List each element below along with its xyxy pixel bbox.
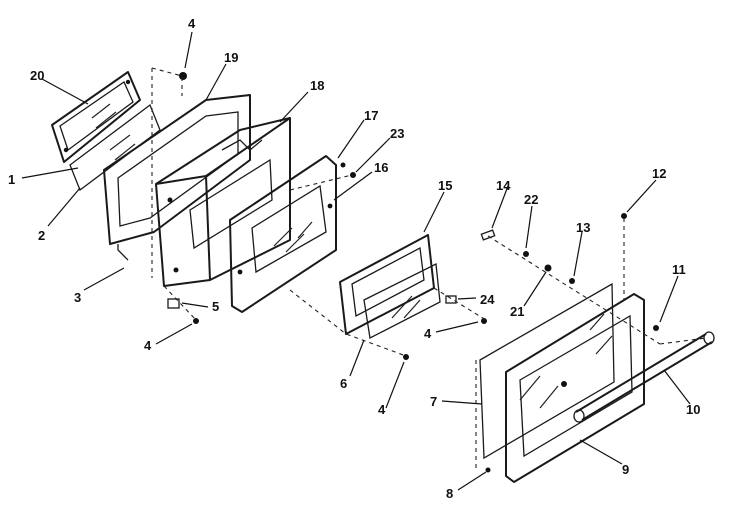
callout-8: 8 xyxy=(446,486,453,501)
callout-4-left: 4 xyxy=(144,338,152,353)
callout-3: 3 xyxy=(74,290,81,305)
callout-labels: 20 1 2 3 4 19 18 17 23 16 5 4 15 24 4 6 … xyxy=(8,16,700,501)
callout-14: 14 xyxy=(496,178,511,193)
callout-23: 23 xyxy=(390,126,404,141)
part-20-inner-panel xyxy=(51,71,141,163)
callout-15: 15 xyxy=(438,178,452,193)
fasteners xyxy=(179,72,659,473)
callout-13: 13 xyxy=(576,220,590,235)
callout-19: 19 xyxy=(224,50,238,65)
callout-11: 11 xyxy=(672,262,686,277)
callout-20: 20 xyxy=(30,68,44,83)
part-17-screw xyxy=(340,162,346,168)
callout-24: 24 xyxy=(480,292,495,307)
callout-4-top: 4 xyxy=(188,16,196,31)
callout-4-bottom: 4 xyxy=(378,402,386,417)
callout-10: 10 xyxy=(686,402,700,417)
part-23-screw xyxy=(350,172,356,178)
assembly-dashed-lines xyxy=(151,67,707,470)
part-15-glass-frame xyxy=(339,234,435,335)
callout-17: 17 xyxy=(364,108,378,123)
part-19-door-liner xyxy=(103,94,251,261)
callout-21: 21 xyxy=(510,304,524,319)
callout-16: 16 xyxy=(374,160,388,175)
part-2-inner-glass-panel xyxy=(69,103,161,192)
part-18-insulation-box xyxy=(155,117,291,287)
callout-2: 2 xyxy=(38,228,45,243)
callout-6: 6 xyxy=(340,376,347,391)
callout-22: 22 xyxy=(524,192,538,207)
part-16-door-panel xyxy=(229,155,337,313)
callout-5: 5 xyxy=(212,299,219,314)
callout-1: 1 xyxy=(8,172,15,187)
callout-9: 9 xyxy=(622,462,629,477)
callout-12: 12 xyxy=(652,166,666,181)
part-9-outer-door-frame xyxy=(505,293,645,483)
part-24-clip xyxy=(445,295,457,304)
part-5-clip xyxy=(167,298,180,309)
part-7-outer-glass xyxy=(479,282,615,460)
leader-lines xyxy=(21,31,691,491)
callout-7: 7 xyxy=(430,394,437,409)
callout-4-mid: 4 xyxy=(424,326,432,341)
part-10-door-handle xyxy=(573,331,715,423)
part-6-glass-pane xyxy=(363,262,441,339)
callout-18: 18 xyxy=(310,78,324,93)
